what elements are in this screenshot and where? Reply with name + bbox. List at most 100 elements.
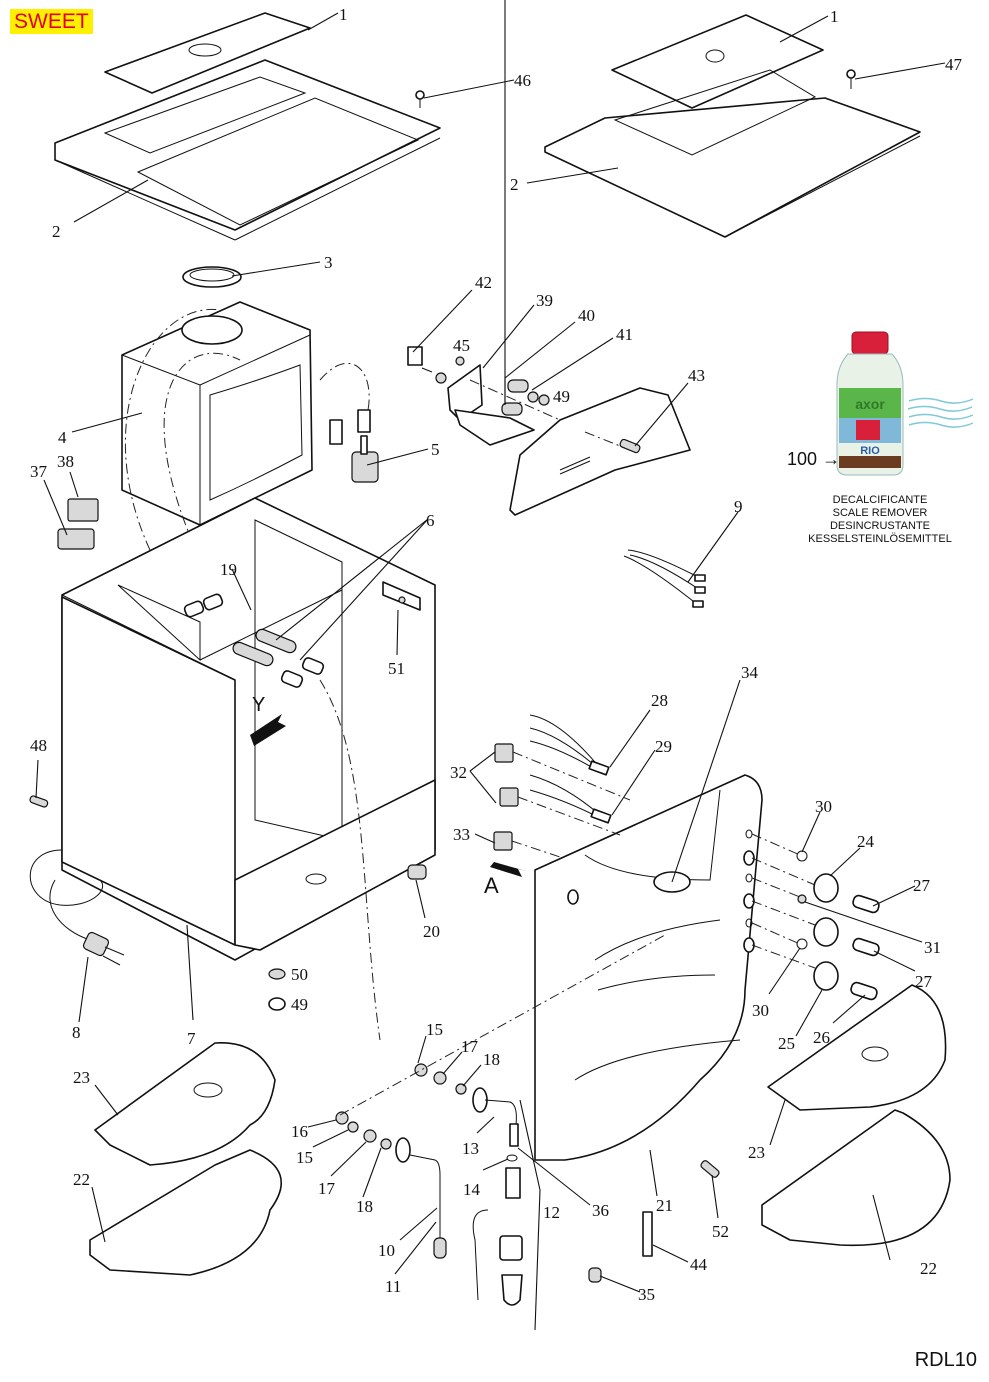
callout-17: 17 [318,1179,336,1198]
nut-49[interactable] [268,997,286,1011]
microswitch-42[interactable] [407,346,433,373]
callout-28: 28 [651,691,668,710]
washers-15-18-upper[interactable] [414,1063,467,1095]
drip-tray-22-right[interactable] [761,1109,951,1247]
assembly-path-wand [339,934,666,1116]
callout-39: 39 [536,291,553,310]
callout-30: 30 [752,1001,769,1020]
bracket-39[interactable] [447,364,535,446]
callout-35: 35 [638,1285,655,1304]
bracket-51[interactable] [382,581,421,611]
callout-27: 27 [915,972,933,991]
top-cover-right[interactable] [544,69,921,238]
callout-27: 27 [913,876,931,895]
callout-22: 22 [73,1170,90,1189]
tank-gasket-3[interactable] [182,266,242,288]
switch-37[interactable] [57,528,95,550]
led-lens-30-31[interactable] [796,850,808,950]
top-frame-left[interactable] [54,59,441,241]
callout-32: 32 [450,763,467,782]
callout-42: 42 [475,273,492,292]
steam-wand-10-11[interactable] [395,1137,447,1259]
assembly-path-hose [319,679,381,1041]
callout-1: 1 [830,7,839,26]
callout-41: 41 [616,325,633,344]
lid-cover-right[interactable] [611,14,824,109]
bottle-brand-text: axor [855,396,885,412]
springs-40-41[interactable] [435,356,550,416]
drip-tray-22-left[interactable] [89,1149,282,1276]
caption-line: KESSELSTEINLÖSEMITTEL [808,533,952,545]
washers-15-18-lower[interactable] [335,1111,392,1150]
callout-18: 18 [356,1197,373,1216]
callout-11: 11 [385,1277,401,1296]
button-holes [743,829,755,953]
lid-cover-left[interactable] [104,12,311,94]
water-tank-4[interactable] [121,301,313,526]
drip-grid-23-right[interactable] [767,984,947,1111]
callout-31: 31 [924,938,941,957]
nozzle-assembly-12[interactable] [472,1154,523,1306]
panel-section-cutaway[interactable] [509,387,691,516]
drip-grid-23-left[interactable] [94,1042,276,1166]
leader-lines [35,0,946,1331]
assembly-paths-switches [511,751,631,858]
descaler-bottle-100[interactable]: axor RIO [836,331,904,476]
callout-36: 36 [592,1201,609,1220]
screw-48[interactable] [29,795,49,808]
callout-51: 51 [388,659,405,678]
caption-line: DECALCIFICANTE [832,494,928,506]
switch-33[interactable] [493,831,513,851]
tank-filter-5[interactable] [329,409,379,483]
callout-29: 29 [655,737,672,756]
button-caps-26-27[interactable] [850,894,880,1001]
hose-connectors-6[interactable] [183,593,325,688]
callout-18: 18 [483,1050,500,1069]
washer-50[interactable] [268,968,286,980]
screw-46[interactable] [415,90,425,108]
callout-19: 19 [220,560,237,579]
callout-1: 1 [339,5,348,24]
callout-9: 9 [734,497,743,516]
callout-37: 37 [30,462,48,481]
wiring-28[interactable] [529,714,610,776]
callout-3: 3 [324,253,333,272]
callout-20: 20 [423,922,440,941]
foot-20[interactable] [407,864,427,880]
callout-38: 38 [57,452,74,471]
screw-47[interactable] [846,69,856,89]
drawing-code: RDL10 [914,1349,977,1371]
view-arrow-a [490,862,526,877]
wiring-29[interactable] [529,774,612,824]
callout-48: 48 [30,736,47,755]
accessory-ref: 100 → [787,449,840,470]
base-plate[interactable] [234,779,436,951]
callout-34: 34 [741,663,759,682]
callout-40: 40 [578,306,595,325]
power-cord-8[interactable] [29,849,125,966]
callout-7: 7 [187,1029,196,1048]
callout-45: 45 [453,336,470,355]
assembly-paths-buttons [751,833,816,969]
callout-47: 47 [945,55,963,74]
buttons-24-25[interactable] [813,873,839,991]
callout-4: 4 [58,428,67,447]
callout-21: 21 [656,1196,673,1215]
callout-24: 24 [857,832,875,851]
callout-2: 2 [510,175,519,194]
screw-43[interactable] [619,438,641,454]
cable-ties-9[interactable] [623,549,706,608]
callout-52: 52 [712,1222,729,1241]
callout-30: 30 [815,797,832,816]
view-marker-y: Y [252,694,265,716]
assembly-path-tank-2 [163,352,241,581]
front-panel-21[interactable] [534,774,763,1161]
switches-32[interactable] [494,743,519,807]
screw-52[interactable] [700,1160,720,1179]
switch-38[interactable] [67,498,99,522]
steam-pipe-13[interactable] [472,1087,519,1147]
pin-44[interactable] [642,1211,653,1257]
callout-13: 13 [462,1139,479,1158]
nozzle-tip-35[interactable] [588,1267,602,1283]
callout-labels: 1 2 46 1 47 2 3 4 5 38 37 42 39 40 41 45… [30,5,963,1304]
